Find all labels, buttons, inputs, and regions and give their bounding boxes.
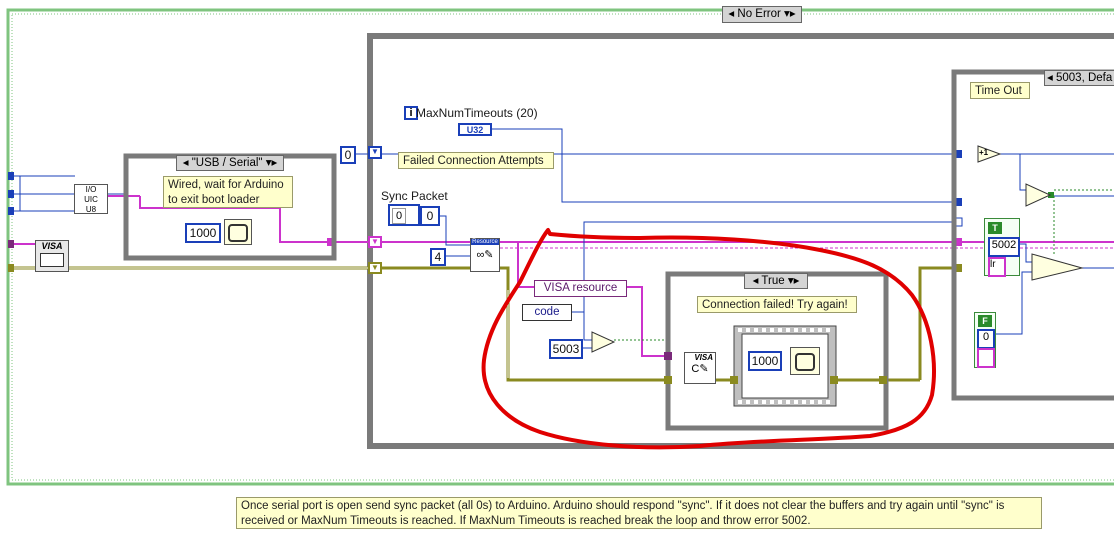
- visa-clear-vi[interactable]: VISA C✎: [684, 352, 716, 384]
- outer-case-selector-label: No Error: [737, 8, 781, 20]
- usb-case-comment: Wired, wait for Arduino to exit boot loa…: [163, 176, 293, 208]
- timeout-case-selector-label: 5003, Defa: [1055, 72, 1113, 84]
- inner-case-selector-label: True: [761, 275, 785, 287]
- iteration-terminal-icon: i: [404, 106, 418, 120]
- failed-attempts-label: Failed Connection Attempts: [398, 152, 554, 169]
- selector-left-arrow[interactable]: ◂: [1047, 72, 1053, 84]
- selector-dropdown-arrow[interactable]: ▾▸: [784, 8, 796, 20]
- false-code-const[interactable]: 0: [977, 329, 995, 349]
- usb-case-selector[interactable]: ◂ "USB / Serial" ▾▸: [176, 155, 284, 171]
- visa-resource-label: VISA resource: [543, 282, 618, 294]
- selector-left-arrow[interactable]: ◂: [182, 157, 189, 169]
- select-node: [1031, 253, 1084, 281]
- shift-register-left[interactable]: ▼: [368, 146, 382, 159]
- write-icon-label: Resource: [471, 239, 499, 245]
- sync-packet-index[interactable]: 0: [392, 208, 406, 224]
- inner-case-selector[interactable]: ◂ True ▾▸: [744, 273, 808, 289]
- sync-packet-value[interactable]: 0: [420, 206, 440, 226]
- equal-node: [591, 331, 616, 353]
- selector-left-arrow[interactable]: ◂: [752, 275, 759, 287]
- wait-ms-vi[interactable]: [224, 219, 252, 245]
- error-code-const[interactable]: 5002: [988, 237, 1020, 257]
- diagram-comment: Once serial port is open send sync packe…: [236, 497, 1042, 529]
- glasses-icon: ∞✎: [476, 249, 494, 261]
- inner-wait-const[interactable]: 1000: [748, 351, 782, 371]
- false-boolean-const[interactable]: F: [978, 315, 992, 327]
- sync-packet-label: Sync Packet: [381, 189, 448, 203]
- increment-label: +1: [979, 148, 989, 157]
- false-source-const[interactable]: [977, 348, 995, 368]
- source-string-const[interactable]: lr: [988, 257, 1006, 277]
- visa-resource-unbundle[interactable]: VISA resource: [534, 280, 627, 297]
- visa-write-read-vi[interactable]: Resource ∞✎: [470, 238, 500, 272]
- error-shift-register[interactable]: ▼: [368, 262, 382, 274]
- true-boolean-const[interactable]: T: [988, 222, 1002, 234]
- inner-wait-ms-vi[interactable]: [790, 347, 820, 375]
- selector-dropdown-arrow[interactable]: ▾▸: [787, 275, 800, 287]
- time-out-label: Time Out: [970, 82, 1030, 99]
- watch-icon: [795, 353, 815, 371]
- max-timeouts-label: MaxNumTimeouts (20): [416, 106, 538, 120]
- increment-node: [977, 145, 1002, 163]
- code-unbundle[interactable]: code: [522, 304, 572, 321]
- byte-count-const[interactable]: 4: [430, 248, 446, 266]
- timeout-case-selector[interactable]: ◂ 5003, Defa: [1044, 70, 1114, 86]
- visa-shift-register[interactable]: ▼: [368, 236, 382, 248]
- clear-brush-icon: C✎: [691, 363, 709, 375]
- code-label: code: [534, 306, 560, 318]
- greater-equal-node: [1025, 183, 1052, 207]
- selector-left-arrow[interactable]: ◂: [728, 8, 735, 20]
- watch-icon: [228, 224, 248, 242]
- true-error-cluster[interactable]: T 5002 lr: [984, 218, 1020, 277]
- outer-case-border: [6, 8, 1114, 486]
- red-annotation-circle: [481, 228, 936, 450]
- code-compare-const[interactable]: 5003: [549, 339, 583, 359]
- usb-case-selector-label: "USB / Serial": [191, 157, 263, 169]
- visa-configure-serial-vi[interactable]: VISA: [35, 240, 69, 272]
- connection-failed-message: Connection failed! Try again!: [697, 296, 857, 313]
- sync-packet-array[interactable]: 0: [388, 204, 420, 226]
- visa-clear-icon-label: VISA: [694, 353, 713, 362]
- usb-wait-const[interactable]: 1000: [185, 223, 221, 243]
- u32-constant[interactable]: U32: [458, 123, 492, 136]
- false-error-cluster[interactable]: F 0: [974, 312, 996, 368]
- outer-case-selector[interactable]: ◂ No Error ▾▸: [722, 6, 802, 23]
- timeout-case-border: [951, 69, 1114, 401]
- serial-port-icon: [40, 253, 64, 267]
- selector-dropdown-arrow[interactable]: ▾▸: [265, 157, 278, 169]
- iteration-init-const[interactable]: 0: [340, 146, 356, 164]
- visa-icon-label: VISA: [41, 241, 63, 251]
